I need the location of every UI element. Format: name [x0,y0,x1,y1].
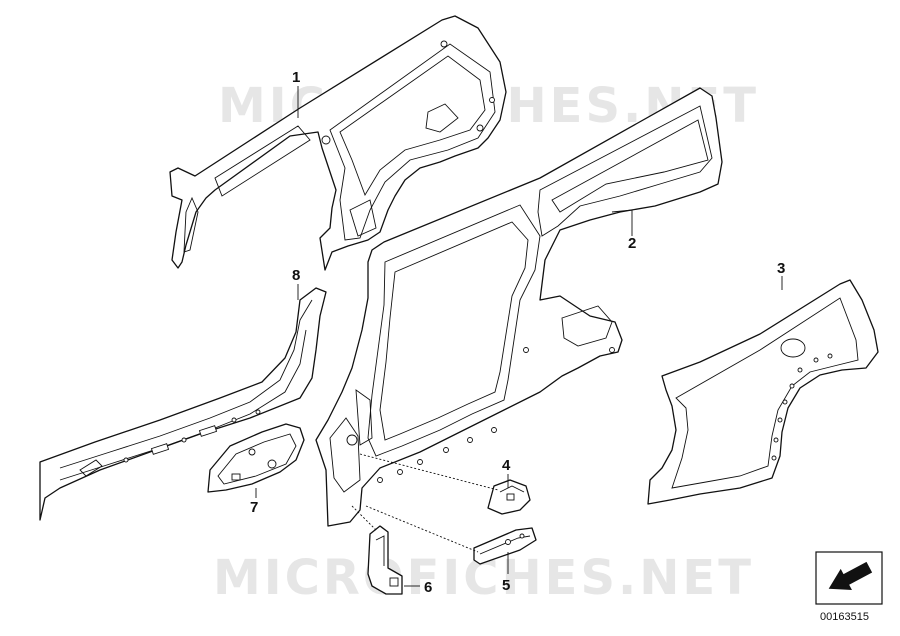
callout-part-7: 7 [250,499,258,516]
diagram-code: 00163515 [820,611,869,623]
part-8-rocker-panel [39,287,327,521]
callout-part-8: 8 [292,267,300,284]
orientation-arrow-icon [815,551,883,605]
callout-part-2: 2 [628,235,636,252]
callout-part-5: 5 [502,577,510,594]
callout-part-6: 6 [424,579,432,596]
callout-part-4: 4 [502,457,511,474]
part-6-bracket [367,525,403,595]
part-2-outer-side-frame [315,87,723,527]
callout-part-3: 3 [777,260,785,277]
part-7-bracket [207,423,305,493]
part-1-inner-side-frame [169,15,507,271]
part-4-angle-bracket [487,479,531,515]
callout-part-1: 1 [292,69,300,86]
part-5-reinforcement [473,527,537,565]
part-3-rear-quarter-panel [647,279,879,505]
